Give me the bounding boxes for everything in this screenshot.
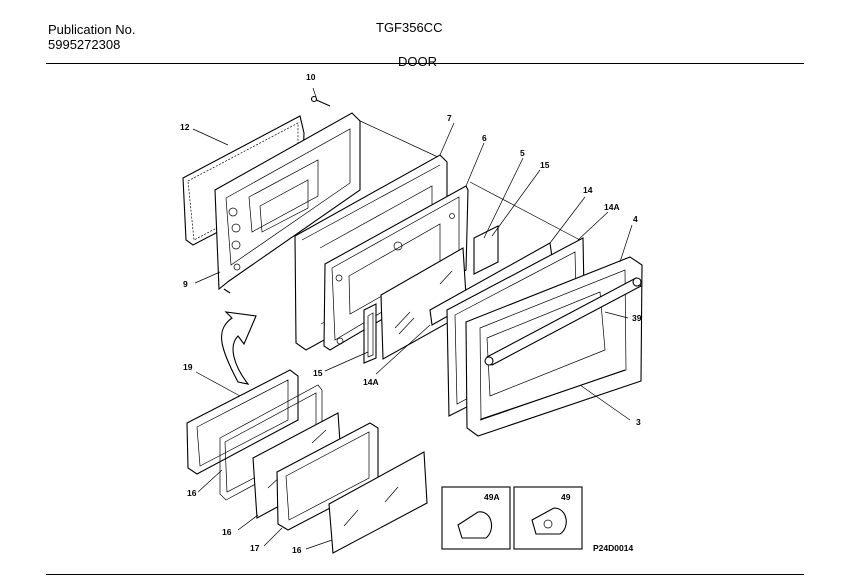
part-number-labels: 10 12 7 6 5 15 14 14A 4 39 9 15 14A 3 19… xyxy=(180,72,642,555)
door-handle-part xyxy=(484,277,642,366)
screw-part xyxy=(310,87,331,107)
callout-15-top: 15 xyxy=(540,160,550,170)
callout-15-bottom: 15 xyxy=(313,368,323,378)
publication-label: Publication No. xyxy=(48,22,136,37)
window-pack-frame-part xyxy=(186,369,299,475)
inner-door-frame-part xyxy=(214,112,361,294)
header-rule xyxy=(46,63,804,64)
callout-4: 4 xyxy=(633,214,638,224)
callout-14a-top: 14A xyxy=(604,202,620,212)
knob-49a-box xyxy=(441,486,511,550)
callout-7: 7 xyxy=(447,113,452,123)
callout-6: 6 xyxy=(482,133,487,143)
callout-19: 19 xyxy=(183,362,193,372)
callout-leader-lines xyxy=(192,122,633,550)
callout-17: 17 xyxy=(250,543,260,553)
callout-3: 3 xyxy=(636,417,641,427)
callout-9: 9 xyxy=(183,279,188,289)
callout-16-c: 16 xyxy=(292,545,302,555)
footer-rule xyxy=(46,574,804,575)
callout-5: 5 xyxy=(520,148,525,158)
outer-window-glass-part xyxy=(328,451,428,554)
callout-16-b: 16 xyxy=(222,527,232,537)
callout-49: 49 xyxy=(561,492,571,502)
section-title: DOOR xyxy=(398,54,437,69)
glass-retainer-part xyxy=(363,225,499,364)
callout-49a: 49A xyxy=(484,492,500,502)
flip-arrow-icon xyxy=(221,311,257,385)
model-number: TGF356CC xyxy=(376,20,443,35)
callout-14a-bottom: 14A xyxy=(363,377,379,387)
callout-16-a: 16 xyxy=(187,488,197,498)
knob-49-box xyxy=(513,486,583,550)
callout-39: 39 xyxy=(632,313,642,323)
diagram-id: P24D0014 xyxy=(593,543,633,553)
callout-14: 14 xyxy=(583,185,593,195)
publication-number: 5995272308 xyxy=(48,37,121,52)
callout-12: 12 xyxy=(180,122,190,132)
callout-10: 10 xyxy=(306,72,316,82)
